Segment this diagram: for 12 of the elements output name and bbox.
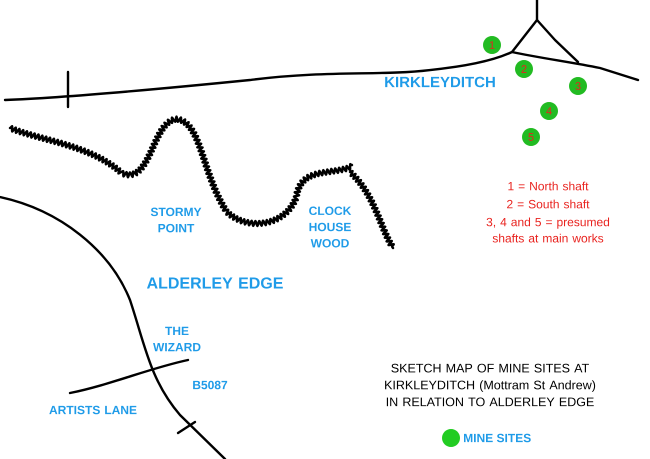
place-label: CLOCK HOUSE WOOD (309, 206, 352, 248)
legend-label: MINE SITES (464, 434, 531, 442)
place-label: KIRKLEYDITCH (385, 76, 495, 88)
place-label: STORMY POINT (150, 208, 202, 232)
key-text: 1 = North shaft (508, 182, 588, 190)
road-label: ARTISTS LANE (49, 406, 137, 414)
road-label: B5087 (193, 380, 228, 390)
place-label: ALDERLEY EDGE (146, 277, 283, 289)
key-text: 2 = South shaft (507, 200, 590, 208)
place-label: THE WIZARD (153, 326, 200, 352)
key-text: 3, 4 and 5 = presumed shafts at main works (486, 218, 610, 242)
note-text: SKETCH MAP OF MINE SITES AT KIRKLEYDITCH (Mottram St Andrew) IN RELATION TO ALDERLEY EDGE (385, 364, 596, 406)
